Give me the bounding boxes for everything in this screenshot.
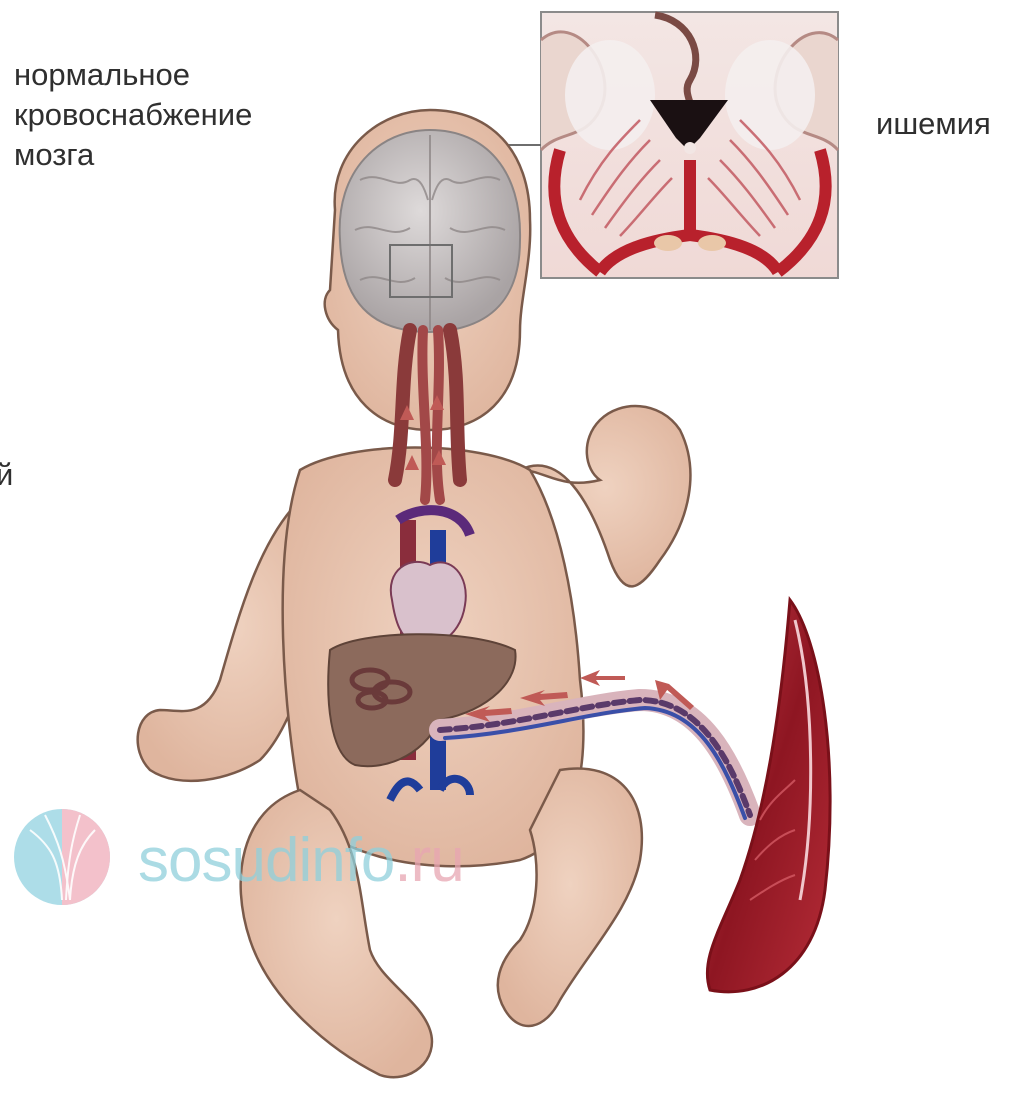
watermark-name: sosudinfo bbox=[138, 826, 394, 895]
ischemia-inset bbox=[541, 12, 838, 278]
brain bbox=[340, 130, 520, 332]
watermark-tld: ru bbox=[411, 826, 464, 895]
placenta bbox=[707, 600, 830, 992]
watermark-dot: . bbox=[394, 826, 410, 895]
watermark-logo-icon bbox=[14, 809, 110, 905]
label-line-2: кровоснабжение bbox=[14, 95, 252, 135]
cut-off-label: й bbox=[0, 455, 13, 495]
normal-blood-supply-label: нормальное кровоснабжение мозга bbox=[14, 55, 252, 175]
ischemia-label: ишемия bbox=[876, 104, 991, 144]
label-line-1: нормальное bbox=[14, 55, 252, 95]
label-line-3: мозга bbox=[14, 135, 252, 175]
watermark-text: sosudinfo.ru bbox=[138, 826, 464, 896]
